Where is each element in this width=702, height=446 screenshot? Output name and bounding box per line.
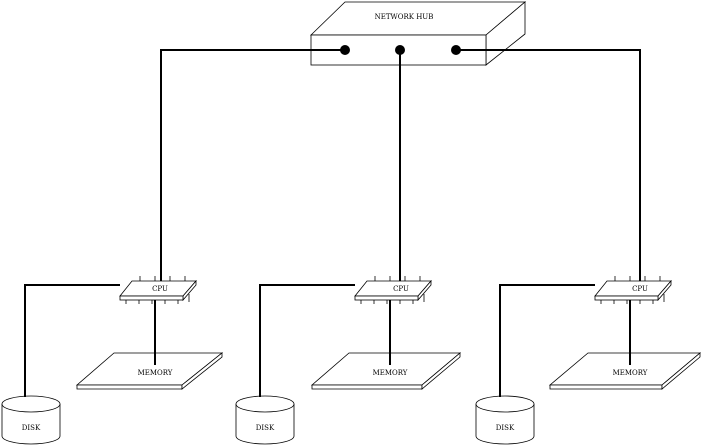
hub-wire-node-1 xyxy=(160,49,345,283)
hub-wire-node-3 xyxy=(456,49,641,283)
disk-drive: DISK xyxy=(1,395,61,445)
cpu-label: CPU xyxy=(632,285,648,293)
cpu-label: CPU xyxy=(152,285,168,293)
memory-module: MEMORY xyxy=(75,352,224,390)
hub-wires xyxy=(160,49,641,283)
disk-drive: DISK xyxy=(235,395,295,445)
computer-node-3: CPU MEMORY DISK xyxy=(475,276,702,445)
memory-module: MEMORY xyxy=(548,352,702,390)
memory-module: MEMORY xyxy=(310,352,462,390)
cpu-disk-wire xyxy=(259,284,355,397)
cpu-disk-wire xyxy=(24,284,120,397)
disk-label: DISK xyxy=(22,424,41,432)
cpu-chip: CPU xyxy=(354,276,432,304)
cpu-chip: CPU xyxy=(119,276,197,304)
memory-label: MEMORY xyxy=(373,369,408,377)
computer-node-2: CPU MEMORY DISK xyxy=(235,276,462,445)
hub-label: NETWORK HUB xyxy=(375,13,434,21)
network-hub: NETWORK HUB xyxy=(310,1,527,66)
cpu-chip: CPU xyxy=(594,276,672,304)
cpu-disk-wire xyxy=(499,284,595,397)
disk-label: DISK xyxy=(496,424,515,432)
disk-label: DISK xyxy=(256,424,275,432)
memory-label: MEMORY xyxy=(138,369,173,377)
memory-label: MEMORY xyxy=(613,369,648,377)
disk-drive: DISK xyxy=(475,395,535,445)
cpu-label: CPU xyxy=(393,285,409,293)
computer-node-1: CPU MEMORY DISK xyxy=(1,276,224,445)
